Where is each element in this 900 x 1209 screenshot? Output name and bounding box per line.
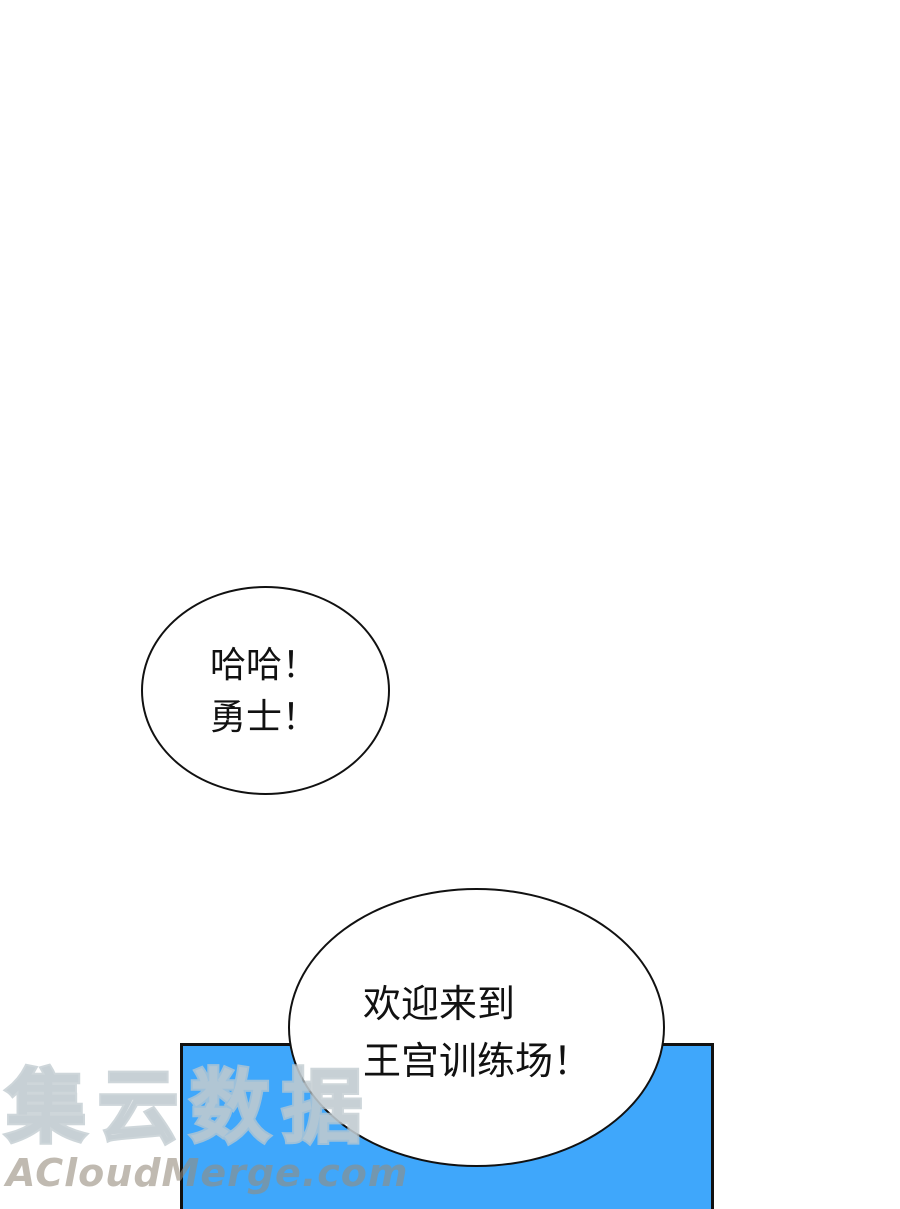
speech-bubble-1-text: 哈哈！ 勇士！	[210, 640, 318, 744]
speech-line: 王宫训练场！	[363, 1039, 592, 1083]
speech-bubble-2: 欢迎来到 王宫训练场！	[288, 888, 665, 1167]
speech-line: 勇士！	[210, 697, 319, 739]
speech-line: 哈哈！	[210, 645, 319, 686]
speech-line: 欢迎来到	[363, 982, 516, 1026]
speech-bubble-1: 哈哈！ 勇士！	[141, 586, 390, 795]
speech-bubble-2-text: 欢迎来到 王宫训练场！	[363, 976, 591, 1090]
